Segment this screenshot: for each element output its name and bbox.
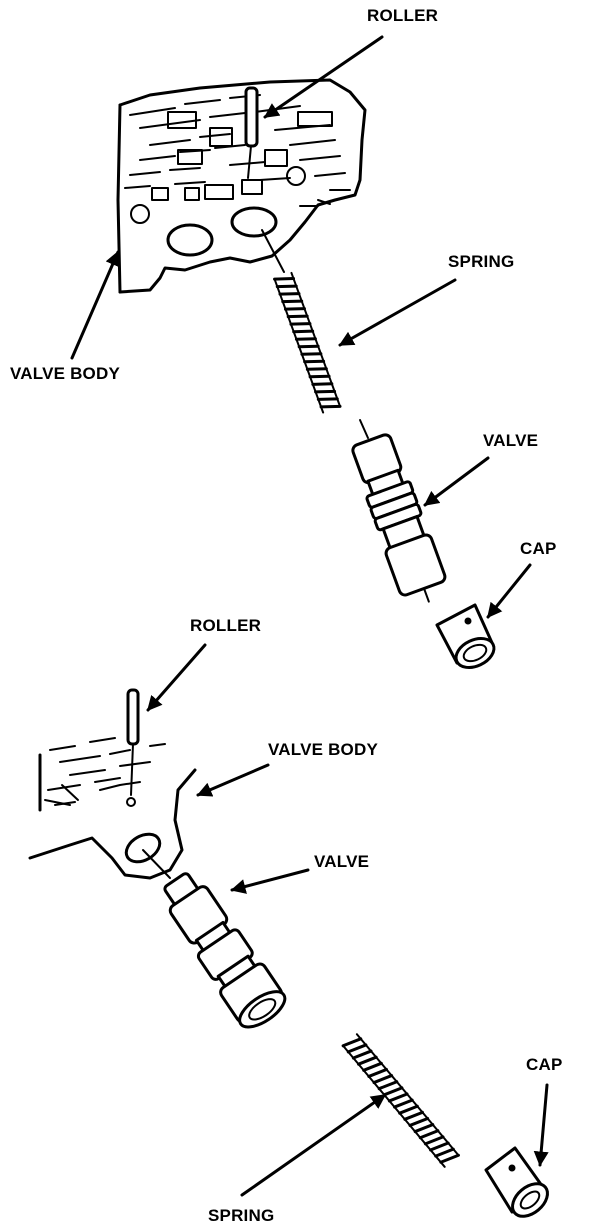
bottom-valve-body-leader: [196, 763, 270, 797]
top-cap: [435, 603, 496, 670]
top-spring: [273, 271, 342, 414]
top-valve: [351, 433, 447, 603]
bottom-valve-leader: [230, 868, 310, 894]
bottom-roller-leader: [146, 643, 207, 712]
bottom-spring: [341, 1033, 460, 1168]
top-spring-label: SPRING: [448, 252, 515, 271]
top-cap-leader: [486, 563, 532, 619]
bottom-center-line: [142, 849, 171, 879]
top-roller: [244, 86, 259, 179]
bottom-roller-label: ROLLER: [190, 616, 262, 635]
bottom-roller: [126, 688, 140, 796]
bottom-cap-leader: [533, 1083, 549, 1167]
top-valve-leader: [423, 456, 490, 507]
top-roller-leader: [263, 35, 384, 119]
top-valve-body-label: VALVE BODY: [10, 364, 120, 383]
top-valve-body: [116, 78, 367, 294]
top-valve-label: VALVE: [483, 431, 539, 450]
top-spring-leader: [338, 278, 457, 347]
bottom-spring-leader: [240, 1093, 387, 1197]
bottom-cap: [484, 1146, 549, 1218]
bottom-spring-label: SPRING: [208, 1206, 275, 1225]
top-cap-label: CAP: [520, 539, 557, 558]
top-center-line: [261, 229, 285, 273]
bottom-valve: [163, 872, 287, 1029]
top-roller-label: ROLLER: [367, 6, 439, 25]
bottom-valve-label: VALVE: [314, 852, 370, 871]
top-valve-body-leader: [70, 250, 120, 360]
bottom-valve-body-label: VALVE BODY: [268, 740, 378, 759]
bottom-cap-label: CAP: [526, 1055, 563, 1074]
top-spring-end-line: [359, 419, 369, 439]
bottom-valve-body: [28, 737, 197, 880]
